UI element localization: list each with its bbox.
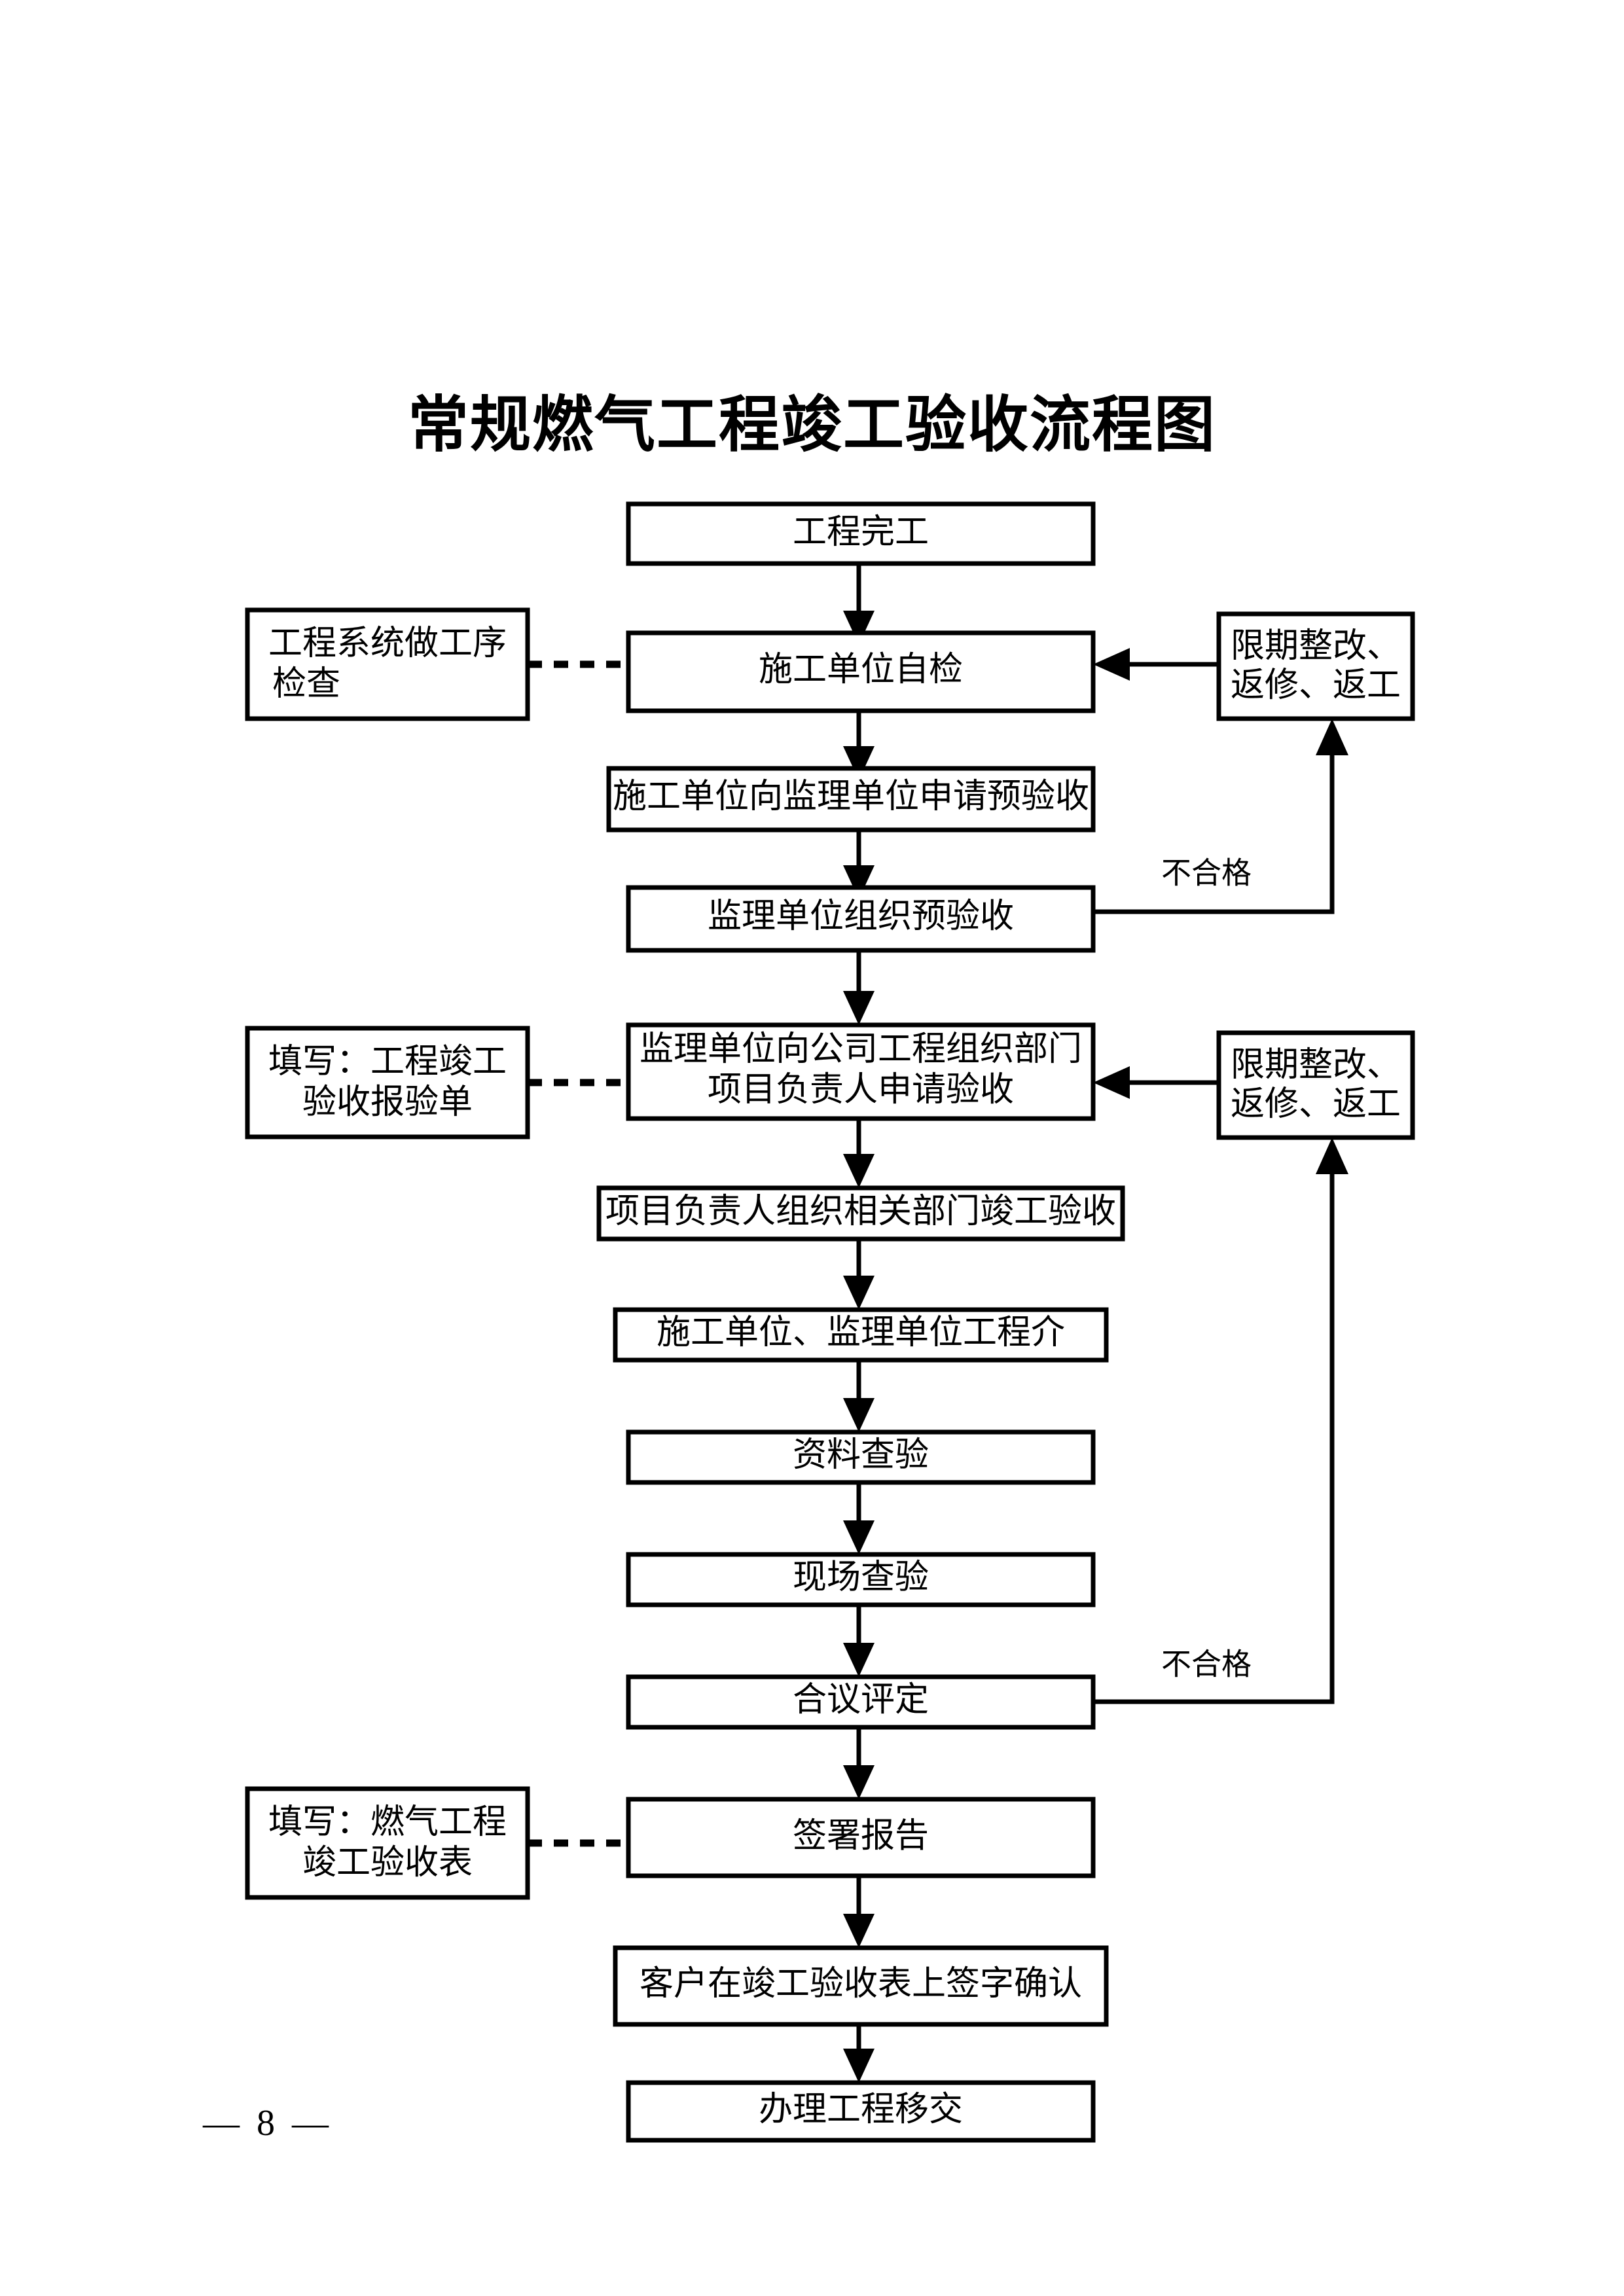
flow-node-gongcheng-wangong[interactable]: 工程完工	[626, 501, 1096, 566]
page-number: — 8 —	[203, 2103, 333, 2144]
edge-n9-n10	[843, 1605, 875, 1677]
flow-node-jianli-zuzhi-yuyanshou[interactable]: 监理单位组织预验收	[626, 885, 1096, 953]
arrowhead-icon	[843, 1643, 875, 1677]
arrowhead-icon	[843, 2049, 875, 2083]
edge-n6-n7	[843, 1239, 875, 1310]
edge-n11-n12	[843, 1876, 875, 1948]
rework-box-2[interactable]: 限期整改、 返修、返工	[1216, 1030, 1415, 1140]
note-box	[245, 607, 530, 721]
note-label-line-1: 填写：工程竣工	[268, 1043, 507, 1081]
arrowhead-icon	[1093, 1066, 1130, 1099]
rework-box-1[interactable]: 限期整改、 返修、返工	[1216, 611, 1415, 721]
note-label-line-2: 竣工验收表	[302, 1844, 473, 1882]
note-box	[245, 1786, 530, 1900]
arrowhead-icon	[843, 1520, 875, 1554]
node-box	[626, 1552, 1096, 1607]
node-label: 监理单位组织预验收	[708, 898, 1014, 935]
edge-n10-r2	[1091, 1138, 1348, 1704]
edge-label-buhege-2: 不合格	[1161, 1648, 1252, 1681]
node-label: 办理工程移交	[759, 2091, 963, 2128]
arrowhead-icon	[1316, 719, 1348, 755]
node-label: 工程完工	[793, 514, 929, 551]
flow-node-heyi-pingding[interactable]: 合议评定	[626, 1674, 1096, 1730]
node-label: 签署报告	[793, 1818, 929, 1855]
node-label-line-2: 项目负责人申请验收	[708, 1071, 1014, 1109]
edge-n3-n4	[843, 830, 875, 899]
edge-n12-n13	[843, 2024, 875, 2083]
node-box	[626, 501, 1096, 566]
flow-node-shigong-danwei-zijian[interactable]: 施工单位自检	[626, 630, 1096, 713]
note-label-line-2: 检查	[272, 666, 340, 703]
flow-node-xiangmu-fuzeren-zuzhi[interactable]: 项目负责人组织相关部门竣工验收	[596, 1185, 1125, 1242]
flow-node-kehu-qianzi-queren[interactable]: 客户在竣工验收表上签字确认	[613, 1945, 1109, 2027]
note-box-yanshou-baoyandan[interactable]: 填写：工程竣工 验收报验单	[245, 1026, 530, 1139]
note-label-line-2: 验收报验单	[302, 1084, 473, 1121]
arrowhead-icon	[843, 1914, 875, 1948]
arrowhead-icon	[843, 1765, 875, 1799]
edge-n1-n2	[843, 564, 875, 645]
rework-label-line-2: 返修、返工	[1231, 1086, 1401, 1123]
edge-label-buhege-1: 不合格	[1161, 857, 1252, 890]
edge-r1-n2	[1093, 648, 1219, 681]
arrowhead-icon	[843, 611, 875, 645]
flow-node-gongcheng-jieshao[interactable]: 施工单位、监理单位工程介	[613, 1307, 1109, 1363]
edge-n10-n11	[843, 1727, 875, 1799]
arrowhead-icon	[843, 1154, 875, 1188]
flow-node-banli-gongcheng-yijiao[interactable]: 办理工程移交	[626, 2080, 1096, 2143]
rework-label-line-2: 返修、返工	[1231, 667, 1401, 704]
node-box	[626, 1674, 1096, 1730]
node-box	[596, 1185, 1125, 1242]
note-box-gongxu-jiancha[interactable]: 工程系统做工序 检查	[245, 607, 530, 721]
flow-node-xianchang-chayan[interactable]: 现场查验	[626, 1552, 1096, 1607]
node-box	[626, 1429, 1096, 1485]
node-box	[626, 885, 1096, 953]
arrowhead-icon	[843, 991, 875, 1025]
note-box-ranqi-yanshoubiao[interactable]: 填写：燃气工程 竣工验收表	[245, 1786, 530, 1900]
node-label: 项目负责人组织相关部门竣工验收	[605, 1193, 1116, 1230]
node-box	[613, 1307, 1109, 1363]
edge-n8-n9	[843, 1482, 875, 1554]
edge-n7-n8	[843, 1360, 875, 1432]
edge-n4-n5	[843, 950, 875, 1025]
arrowhead-icon	[1093, 648, 1130, 681]
arrowhead-icon	[843, 865, 875, 899]
node-box	[626, 630, 1096, 713]
flow-node-ziliao-chayan[interactable]: 资料查验	[626, 1429, 1096, 1485]
arrowhead-icon	[843, 746, 875, 780]
edge-r2-n5	[1093, 1066, 1219, 1099]
node-label: 合议评定	[793, 1681, 929, 1719]
rework-box	[1216, 611, 1415, 721]
rework-box	[1216, 1030, 1415, 1140]
node-label: 施工单位向监理单位申请预验收	[613, 778, 1089, 816]
flow-node-qianshu-baogao[interactable]: 签署报告	[626, 1797, 1096, 1878]
arrowhead-icon	[1316, 1138, 1348, 1174]
page-title: 常规燃气工程竣工验收流程图	[408, 392, 1216, 459]
note-label-line-1: 填写：燃气工程	[268, 1804, 507, 1841]
note-label-line-1: 工程系统做工序	[268, 625, 507, 662]
node-box	[626, 2080, 1096, 2143]
node-box	[626, 1797, 1096, 1878]
edge-n5-n6	[843, 1119, 875, 1188]
flow-node-jianli-shenqing-yanshou[interactable]: 监理单位向公司工程组织部门 项目负责人申请验收	[626, 1022, 1096, 1121]
node-label: 施工单位、监理单位工程介	[657, 1314, 1065, 1352]
edge-n2-n3	[843, 711, 875, 780]
arrowhead-icon	[843, 1398, 875, 1432]
rework-label-line-1: 限期整改、	[1231, 1047, 1401, 1084]
node-label: 资料查验	[793, 1437, 929, 1474]
node-label: 施工单位自检	[759, 651, 963, 689]
node-box	[613, 1945, 1109, 2027]
arrowhead-icon	[843, 1276, 875, 1310]
edge-n4-r1	[1091, 719, 1348, 914]
node-box	[606, 766, 1096, 833]
flow-node-shenqing-yuyanshou[interactable]: 施工单位向监理单位申请预验收	[606, 766, 1096, 833]
node-box	[626, 1022, 1096, 1121]
node-label-line-1: 监理单位向公司工程组织部门	[640, 1031, 1082, 1068]
note-box	[245, 1026, 530, 1139]
node-label: 现场查验	[793, 1559, 929, 1596]
rework-label-line-1: 限期整改、	[1231, 628, 1401, 665]
node-label: 客户在竣工验收表上签字确认	[640, 1965, 1082, 2003]
